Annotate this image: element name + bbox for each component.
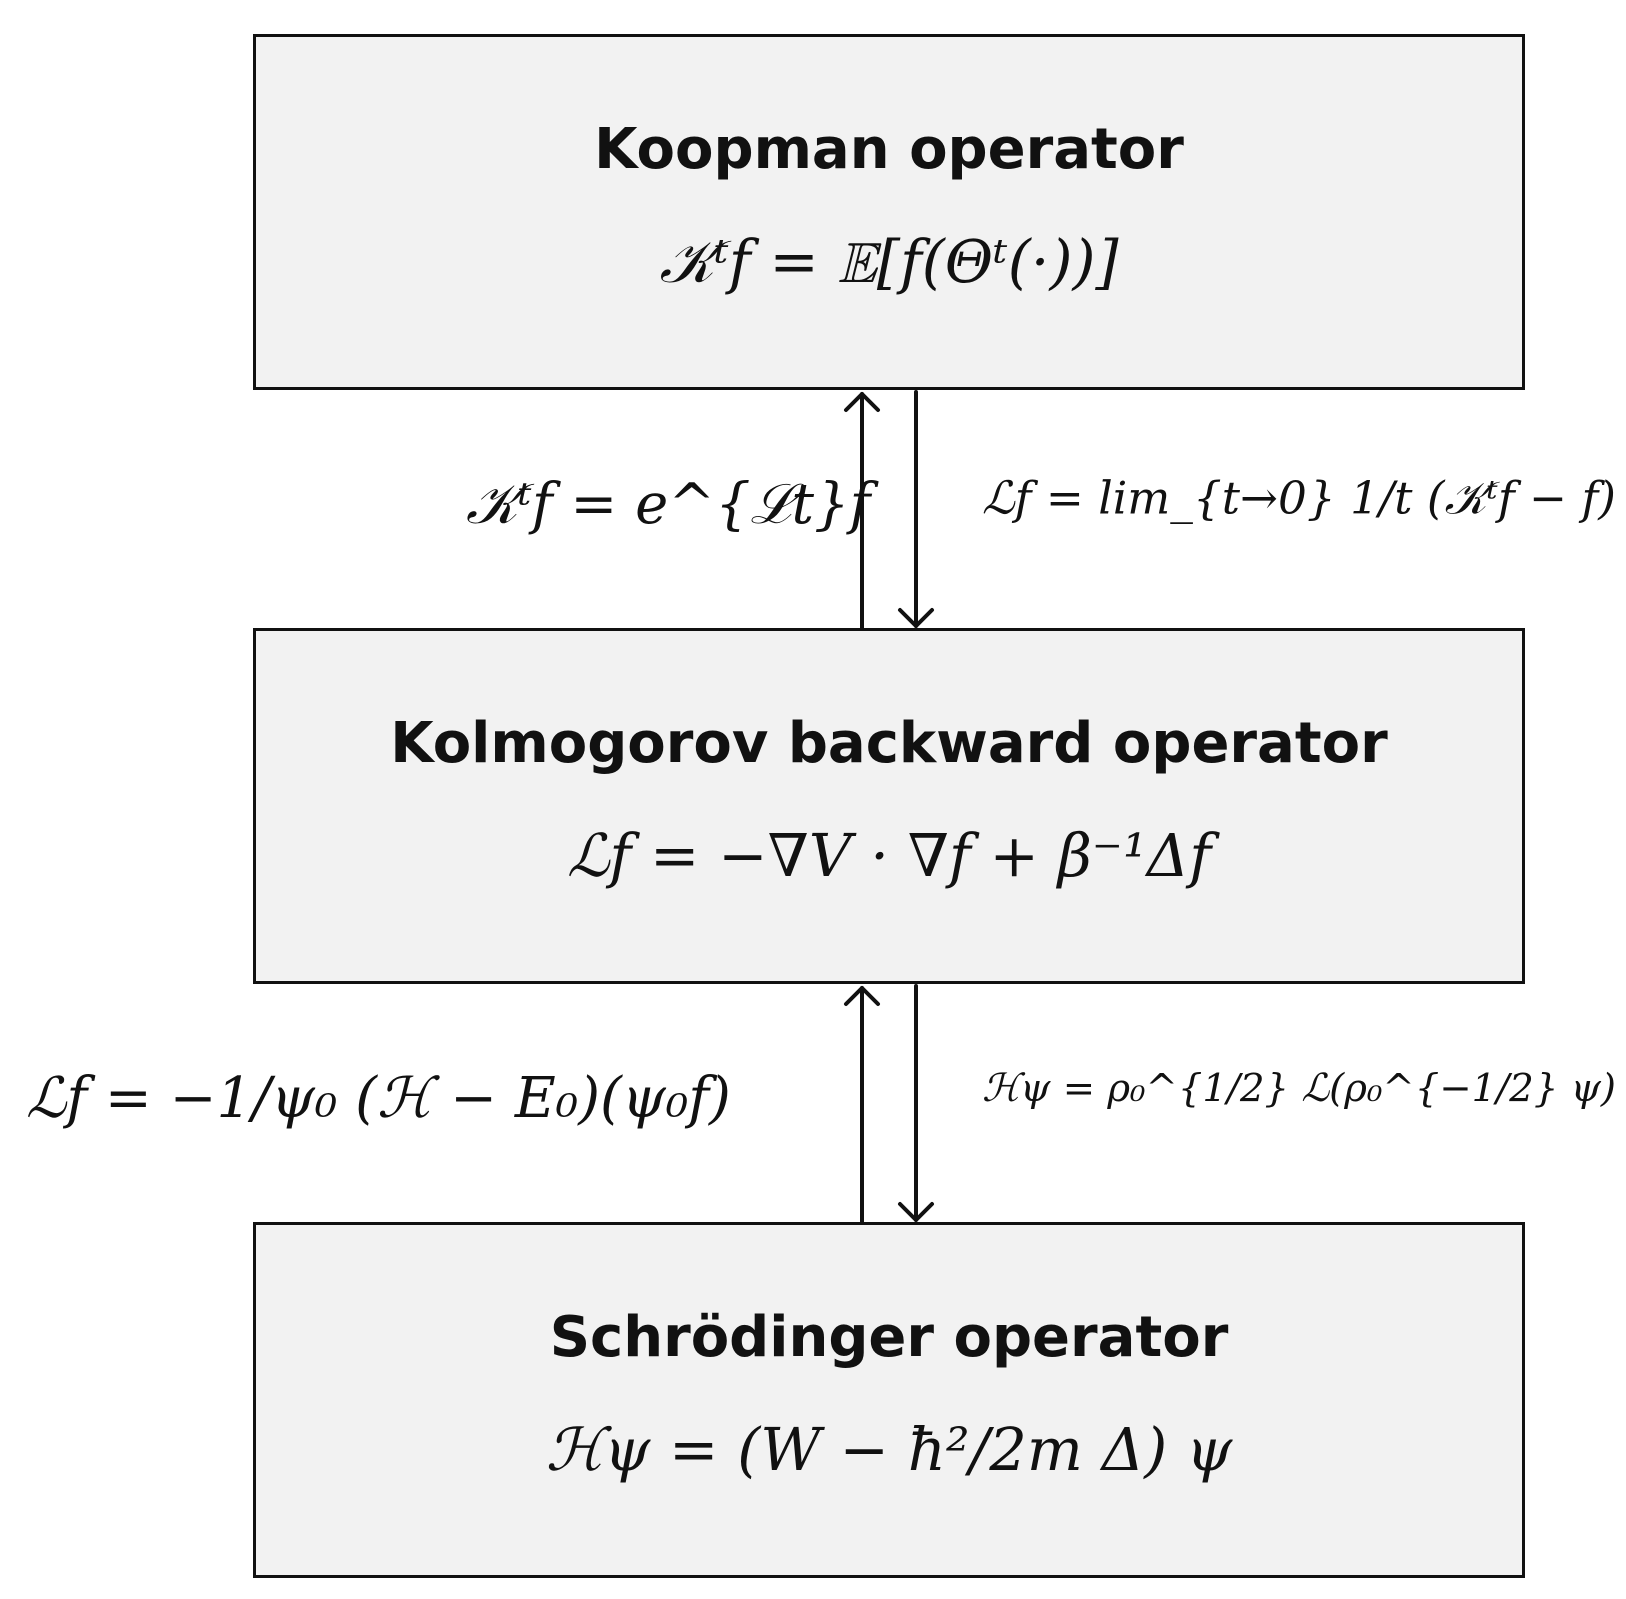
relation-koopman-from-generator: 𝒦ᵗf = e^{ℒt}f [466,472,871,537]
schrodinger-box: Schrödinger operator ℋψ = (W − ħ²/2m Δ) … [253,1222,1525,1578]
schrodinger-title: Schrödinger operator [549,1305,1229,1370]
kolmogorov-equation: ℒf = −∇V · ∇f + β⁻¹Δf [566,821,1212,890]
kolmogorov-box: Kolmogorov backward operator ℒf = −∇V · … [253,628,1525,984]
arrow-up-to-koopman-head [844,392,880,412]
arrow-down-to-schrodinger-head [898,1202,934,1222]
schrodinger-equation: ℋψ = (W − ħ²/2m Δ) ψ [545,1415,1233,1484]
koopman-title: Koopman operator [594,117,1184,182]
koopman-equation: 𝒦ᵗf = 𝔼[f(Θᵗ(·))] [659,227,1119,296]
koopman-box: Koopman operator 𝒦ᵗf = 𝔼[f(Θᵗ(·))] [253,34,1525,390]
arrow-down-to-kolmogorov-head [898,608,934,628]
arrow-up-to-kolmogorov-head [844,986,880,1006]
relation-generator-from-hamiltonian: ℒf = −1/ψ₀ (ℋ − E₀)(ψ₀f) [26,1066,731,1131]
relation-generator-from-koopman: ℒf = lim_{t→0} 1/t (𝒦ᵗf − f) [982,472,1616,525]
kolmogorov-title: Kolmogorov backward operator [390,711,1388,776]
relation-hamiltonian-from-generator: ℋψ = ρ₀^{1/2} ℒ(ρ₀^{−1/2} ψ) [982,1066,1616,1111]
